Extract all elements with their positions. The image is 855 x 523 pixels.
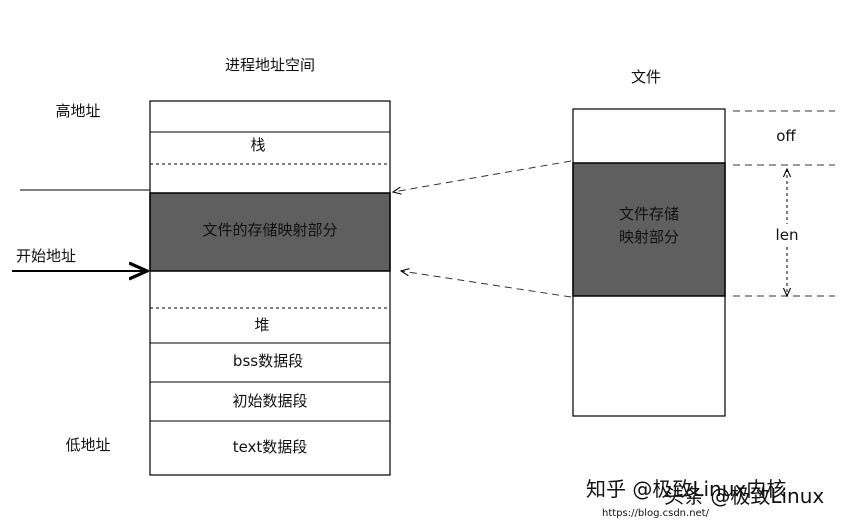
zhihu-watermark: 知乎 @极致Linux内核 (586, 477, 786, 501)
heap-segment-label: 堆 (254, 316, 269, 334)
off-label: off (776, 127, 796, 145)
file-mapped-label-line1: 文件存储 (619, 205, 679, 223)
high-address-label: 高地址 (55, 102, 100, 120)
init-data-segment-label: 初始数据段 (232, 392, 307, 410)
file-mapped-label-line2: 映射部分 (619, 228, 679, 246)
file-mapped-region (572, 162, 726, 297)
toutiao-watermark: 头条 @极致Linux (664, 484, 824, 508)
file-title: 文件 (631, 68, 661, 86)
stack-segment-label: 栈 (250, 136, 265, 154)
len-label: len (776, 226, 799, 244)
start-address-label: 开始地址 (16, 247, 76, 265)
len-label-background (770, 224, 804, 246)
bss-segment-label: bss数据段 (233, 352, 303, 370)
mmap-region-label: 文件的存储映射部分 (202, 221, 337, 239)
mapping-arrow-bottom (401, 271, 572, 298)
process-space-box (149, 100, 391, 476)
mmap-region (149, 192, 391, 272)
csdn-watermark: https://blog.csdn.net/ (602, 508, 710, 519)
low-address-label: 低地址 (65, 436, 110, 454)
process-space-title: 进程地址空间 (225, 56, 315, 74)
mapping-arrow-top (393, 160, 572, 192)
text-segment-label: text数据段 (233, 438, 308, 456)
